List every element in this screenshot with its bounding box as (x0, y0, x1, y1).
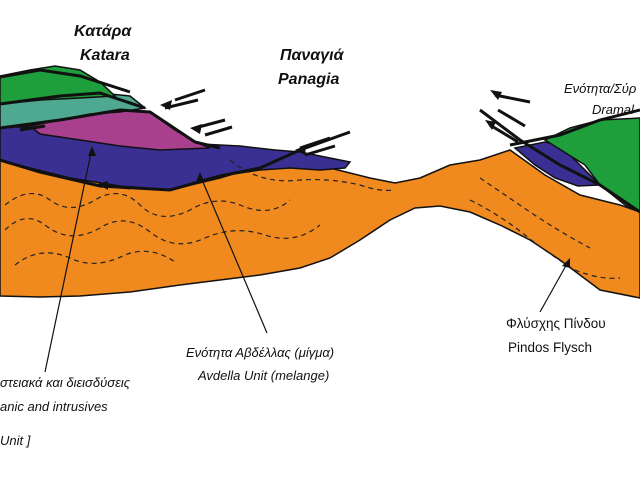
pindos-label-greek: Φλύσχης Πίνδου (506, 316, 606, 331)
avdella-label-english: Avdella Unit (melange) (198, 368, 330, 383)
pindos-label-english: Pindos Flysch (508, 340, 593, 355)
fold-lines (4, 159, 621, 279)
katara-label-english: Katara (80, 47, 130, 64)
green-unit-right (543, 117, 640, 213)
leader-lines (44, 147, 569, 373)
avdella-label-greek: Ενότητα Αβδέλλας (μίγμα) (186, 345, 335, 360)
panagia-label-english: Panagia (278, 71, 340, 88)
leader-arrowheads (88, 146, 570, 268)
unit-partial-label: Unit ] (0, 433, 31, 448)
dramala-label-greek: Ενότητα/Σύρ (564, 81, 637, 96)
katara-label-greek: Κατάρα (74, 23, 132, 40)
thrust-faults (0, 68, 640, 214)
arrow-heads (98, 90, 502, 190)
dramala-label-english: Dramal (592, 102, 634, 117)
panagia-label-greek: Παναγιά (280, 47, 344, 64)
volcanic-label-greek: στειακά και διεισδύσεις (0, 375, 131, 390)
volcanic-label-english: anic and intrusives (0, 399, 108, 414)
